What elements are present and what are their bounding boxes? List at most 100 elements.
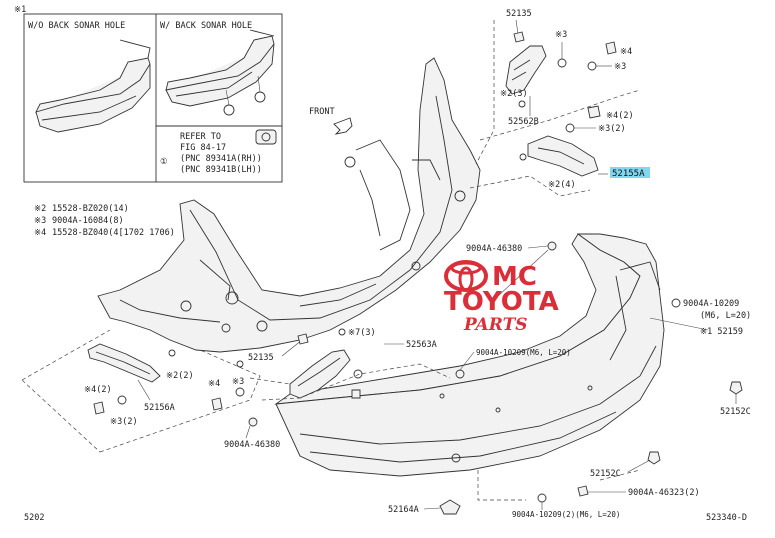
watermark-toyota: TOYOTA xyxy=(444,287,559,317)
sonar-lead-right xyxy=(257,75,261,93)
bumper-cover xyxy=(274,233,665,477)
logo-ellipse-top xyxy=(450,261,482,275)
dash-upper-group xyxy=(479,89,641,141)
label-9004a-46380-top: 9004A-46380 xyxy=(466,244,522,254)
clip-52135-top xyxy=(513,31,525,43)
bolt-46380-bottom xyxy=(248,417,258,427)
sonar-sensor-drawing xyxy=(255,129,277,145)
inset-frame xyxy=(23,13,283,183)
label-52159: ※1 52159 xyxy=(700,327,743,337)
corner-code-right: 523340-D xyxy=(706,513,747,523)
label-m6-right: (M6, L=20) xyxy=(700,311,751,321)
bracket-52562b-ribs xyxy=(511,59,531,81)
sonar-hole-marker-left xyxy=(223,104,235,116)
clip-mid-1 xyxy=(351,389,361,399)
legend: ※2 15528-BZ020(14) ※3 9004A-16084(8) ※4 … xyxy=(34,204,175,238)
label-52164a: 52164A xyxy=(388,505,419,515)
inset-box: ※1 W/O BACK SONAR HOLE W/ BACK SONAR HOL… xyxy=(14,5,283,183)
lead-46380-bottom xyxy=(245,425,251,439)
bumper-cover-lines xyxy=(299,261,661,463)
nut-s2-3 xyxy=(518,100,526,108)
inset-mark: ※1 xyxy=(14,5,26,15)
screw-s3-2 xyxy=(565,123,575,133)
label-52156a: 52156A xyxy=(144,403,175,413)
label-s3-top: ※3 xyxy=(555,30,567,40)
bracket-52155a-drawing xyxy=(527,135,599,177)
front-indicator: FRONT xyxy=(309,107,353,135)
dash-left-group xyxy=(21,329,261,453)
screw-s3-top2 xyxy=(587,61,597,71)
body-frame-drawing xyxy=(97,57,481,353)
clip-s4-2-left xyxy=(93,401,105,415)
refer-line-3: (PNC 89341A(RH)) xyxy=(180,154,262,164)
left-lower-bracket: ※2(2) ※4(2) ※3(2) 52156A ※4 ※3 xyxy=(21,329,261,453)
screw-s3-2-left xyxy=(117,395,127,405)
nut-s2-2-left xyxy=(168,349,176,357)
lead-52135-mid xyxy=(281,339,303,357)
refer-line-1: REFER TO xyxy=(180,132,221,142)
label-52135-mid: 52135 xyxy=(248,353,274,363)
label-s3-2-left: ※3(2) xyxy=(110,417,138,427)
dash-52135-top xyxy=(475,20,495,165)
bottom-labels: 9004A-46380 52152C 9004A-46323(2) 52164A… xyxy=(24,417,747,523)
clip-s4-top xyxy=(605,41,617,55)
lead-52156a xyxy=(137,379,151,401)
frame-hole-2 xyxy=(180,300,192,312)
frame-hole-4 xyxy=(256,320,268,332)
label-52152c-right: 52152C xyxy=(720,407,751,417)
lead-52135-top xyxy=(515,19,519,35)
frame-hole-5 xyxy=(344,156,356,168)
label-s7-3: ※7(3) xyxy=(348,328,376,338)
inset-left-label: W/O BACK SONAR HOLE xyxy=(28,21,125,31)
lead-9004a-46380-top xyxy=(527,245,549,249)
clip-s4-2 xyxy=(587,105,601,119)
lead-46380-frame xyxy=(497,249,549,297)
bolt-10209-right xyxy=(671,298,681,308)
sonar-lead-left xyxy=(225,89,230,106)
watermark-mc: MC xyxy=(492,262,537,292)
bolt-46323 xyxy=(577,485,589,497)
label-s4-2: ※4(2) xyxy=(606,111,634,121)
screw-s3-top xyxy=(557,58,567,68)
bumper-clip-2 xyxy=(495,407,501,413)
body-frame-inner xyxy=(119,95,453,323)
bolt-10209-bottom xyxy=(537,493,547,503)
clip-52152c-bottom xyxy=(647,451,661,465)
screw-mid-1 xyxy=(353,369,363,379)
label-9004a-46323: 9004A-46323(2) xyxy=(628,488,700,498)
refer-line-2: FIG 84-17 xyxy=(180,143,226,153)
logo-ellipse-inner xyxy=(458,266,474,292)
bracket-52156a-drawing xyxy=(87,343,161,383)
label-9004a-46380-bottom: 9004A-46380 xyxy=(224,440,280,450)
lead-10209-mid xyxy=(459,351,475,371)
label-s4-mid: ※4 xyxy=(208,379,220,389)
bumper-sonar-lower xyxy=(175,29,275,97)
label-9004a-10209-right: 9004A-10209 xyxy=(683,299,739,309)
bumper-cover-face xyxy=(275,233,665,477)
label-52155a[interactable]: 52155A xyxy=(612,169,645,179)
frame-hole-6 xyxy=(454,190,466,202)
refer-symbol: ① xyxy=(160,157,168,167)
bumper-hole xyxy=(451,453,461,463)
clip-52135-mid xyxy=(297,333,309,345)
bolt-46380-top xyxy=(547,241,557,251)
right-labels: 9004A-46380 9004A-10209 (M6, L=20) ※1 52… xyxy=(466,241,751,417)
bumper-sonar-drawing xyxy=(165,35,275,107)
front-label: FRONT xyxy=(309,107,335,117)
label-9004a-10209-mid: 9004A-10209(M6, L=20) xyxy=(476,348,571,357)
lead-52159 xyxy=(649,317,709,331)
legend-text-1: 15528-BZ020(14) xyxy=(52,204,129,214)
bumper-clip-1 xyxy=(439,393,445,399)
label-52562b: 52562B xyxy=(508,117,539,127)
label-52135-top: 52135 xyxy=(506,9,532,19)
label-s4-2-left: ※4(2) xyxy=(84,385,112,395)
dash-lower-group xyxy=(469,175,591,197)
bracket-52156a-rib xyxy=(95,351,151,375)
frame-hole-7 xyxy=(411,261,421,271)
nut-52155a xyxy=(519,153,527,161)
label-s2-4: ※2(4) xyxy=(548,180,576,190)
label-52563a: 52563A xyxy=(406,340,437,350)
highlight-52155a xyxy=(610,167,650,178)
cap-52164a xyxy=(439,499,461,515)
